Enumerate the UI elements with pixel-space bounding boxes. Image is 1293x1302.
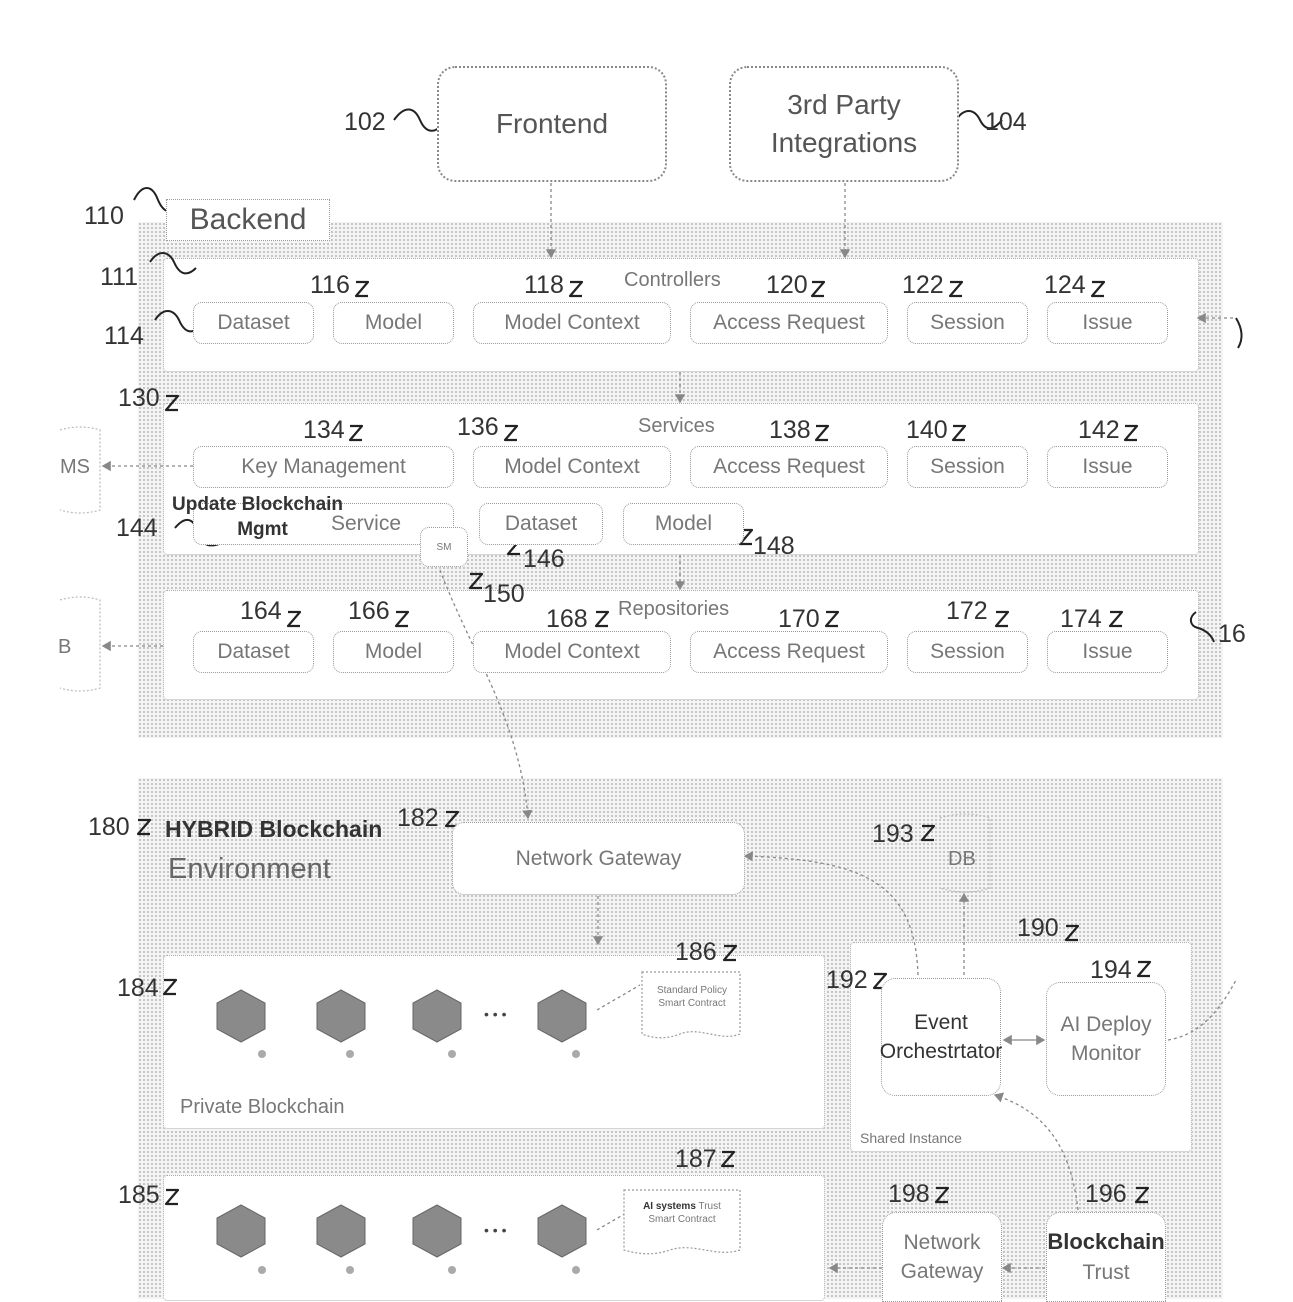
ref-16: 16 — [1218, 620, 1246, 649]
left-kms-label: MS — [60, 456, 90, 479]
controller-model: Model — [333, 302, 454, 344]
sm-small-box: SM — [420, 527, 468, 567]
service-access-request: Access Request — [690, 446, 888, 488]
ref-198: 198 — [888, 1180, 930, 1209]
ref-166: 166 — [348, 597, 390, 626]
service-model: Model — [623, 503, 744, 545]
ref-182: 182 — [397, 804, 439, 833]
ref-172: 172 — [946, 597, 988, 626]
blockchain-trust-196: Blockchain Trust — [1046, 1212, 1166, 1302]
repositories-title: Repositories — [618, 598, 729, 621]
ref-174: 174 — [1060, 605, 1102, 634]
ref-124: 124 — [1044, 271, 1086, 300]
ref-196: 196 — [1085, 1180, 1127, 1209]
frontend-label: Frontend — [496, 105, 608, 143]
private-blockchain-label: Private Blockchain — [180, 1096, 345, 1119]
ref-164: 164 — [240, 597, 282, 626]
repo-model-context: Model Context — [473, 631, 671, 673]
event-orchestrator: Event Orchestrtator — [881, 978, 1001, 1096]
controllers-title: Controllers — [624, 269, 721, 292]
shared-instance-label: Shared Instance — [860, 1130, 962, 1146]
ref-187: 187 — [675, 1145, 717, 1174]
hybrid-title-line2: Environment — [168, 853, 331, 886]
ref-150: 150 — [483, 580, 525, 609]
hybrid-title-line1: HYBRID Blockchain — [165, 816, 382, 843]
ref-193: 193 — [872, 820, 914, 849]
ref-104: 104 — [985, 108, 1027, 137]
controller-access-request: Access Request — [690, 302, 888, 344]
ref-186: 186 — [675, 938, 717, 967]
ai-deploy-monitor: AI Deploy Monitor — [1046, 982, 1166, 1096]
controller-model-context: Model Context — [473, 302, 671, 344]
service-key-management: Key Management — [193, 446, 454, 488]
ref-180: 180 — [88, 813, 130, 842]
controller-dataset: Dataset — [193, 302, 314, 344]
contract-186: Standard Policy Smart Contract — [646, 984, 738, 1010]
ref-118: 118 — [524, 271, 564, 300]
ellipsis-185: • • • — [484, 1222, 506, 1238]
ellipsis-184: • • • — [484, 1006, 506, 1022]
ref-136: 136 — [457, 413, 499, 442]
ref-122: 122 — [902, 271, 944, 300]
ref-110: 110 — [84, 202, 124, 231]
contract-187: AI systems Trust Smart Contract — [626, 1200, 738, 1226]
ref-144: 144 — [116, 514, 158, 543]
repo-access-request: Access Request — [690, 631, 888, 673]
network-gateway-198: Network Gateway — [882, 1212, 1002, 1302]
ref-190: 190 — [1017, 914, 1059, 943]
third-party-box: 3rd Party Integrations — [729, 66, 959, 182]
service-dataset: Dataset — [479, 503, 603, 545]
ref-170: 170 — [778, 605, 820, 634]
ref-185: 185 — [118, 1181, 160, 1210]
ref-130: 130 — [118, 384, 160, 413]
controller-issue: Issue — [1047, 302, 1168, 344]
ref-114: 114 — [104, 322, 144, 351]
ref-146: 146 — [523, 545, 565, 574]
repo-issue: Issue — [1047, 631, 1168, 673]
update-blockchain-title: Update Blockchain Mgmt — [172, 493, 343, 542]
third-party-line1: 3rd Party — [787, 86, 901, 124]
repo-dataset: Dataset — [193, 631, 314, 673]
ref-142: 142 — [1078, 416, 1120, 445]
backend-title-box: Backend — [166, 199, 330, 241]
ref-116: 116 — [310, 271, 350, 300]
service-session: Session — [907, 446, 1028, 488]
ref-184: 184 — [117, 974, 159, 1003]
ref-120: 120 — [766, 271, 808, 300]
ref-168: 168 — [546, 605, 588, 634]
ref-140: 140 — [906, 416, 948, 445]
ref-192: 192 — [826, 966, 868, 995]
network-gateway-182: Network Gateway — [452, 822, 745, 895]
third-party-line2: Integrations — [771, 124, 917, 162]
ref-111: 111 — [100, 263, 138, 292]
frontend-box: Frontend — [437, 66, 667, 182]
ref-194: 194 — [1090, 956, 1132, 985]
ref-102: 102 — [344, 108, 386, 137]
services-title: Services — [638, 415, 715, 438]
ref-148: 148 — [753, 532, 795, 561]
ref-134: 134 — [303, 416, 345, 445]
backend-title: Backend — [190, 203, 307, 237]
db-193-label: DB — [948, 848, 976, 871]
ref-138: 138 — [769, 416, 811, 445]
repo-model: Model — [333, 631, 454, 673]
repo-session: Session — [907, 631, 1028, 673]
controller-session: Session — [907, 302, 1028, 344]
service-issue: Issue — [1047, 446, 1168, 488]
service-model-context: Model Context — [473, 446, 671, 488]
left-db-label: B — [58, 636, 71, 659]
